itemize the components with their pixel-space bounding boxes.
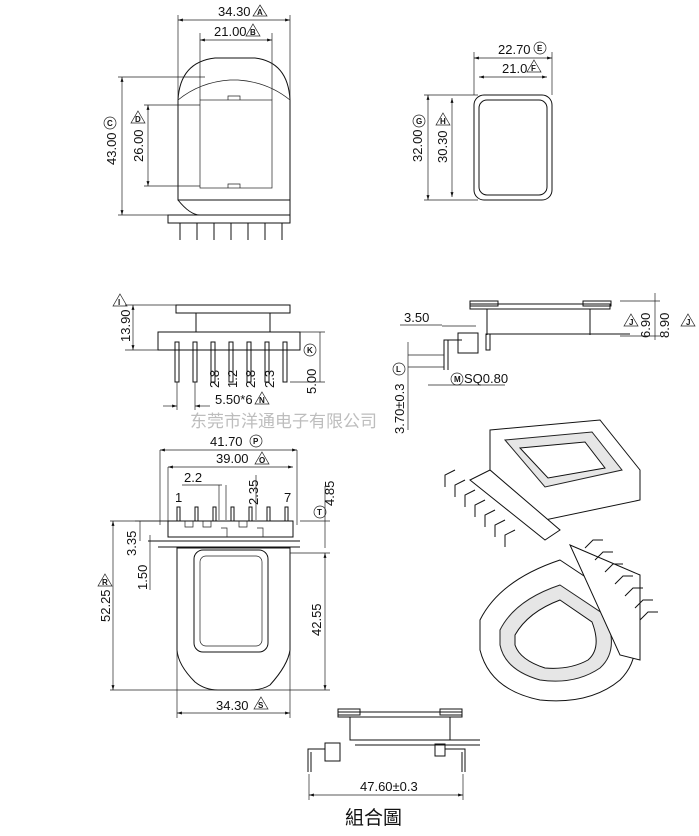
dim-height: 13.90 <box>118 309 133 342</box>
dim-offset: 3.50 <box>404 310 429 325</box>
dim-slot-width: 2.35 <box>246 480 261 505</box>
svg-text:O: O <box>259 456 265 465</box>
marker-circle: E <box>537 44 543 53</box>
dim-width-outer: 22.70 <box>498 42 531 57</box>
marker-triangle: F <box>526 59 542 73</box>
dim-pin-length: 5.00 <box>304 369 319 394</box>
dim-pin-span: 39.00 <box>216 451 249 466</box>
marker-triangle: N <box>254 391 270 405</box>
dim-h2: 8.90 <box>657 313 672 338</box>
dim-width-inner: 21.0 <box>502 61 527 76</box>
dim-width-inner: 21.00 <box>214 24 247 39</box>
top-view: 41.70 P 39.00 O 2.2 2.35 1 7 T 4.85 3.35… <box>97 434 337 718</box>
marker-triangle: S <box>253 696 269 710</box>
dim-height-outer: 43.00 <box>104 132 119 165</box>
pin-label-last: 7 <box>284 490 291 505</box>
dim-flange: 3.35 <box>124 531 139 556</box>
svg-text:N: N <box>259 396 265 405</box>
marker-circle: T <box>317 508 322 517</box>
dim-height-outer: 32.00 <box>410 129 425 162</box>
svg-text:J: J <box>629 318 633 327</box>
dim-gap: 1.50 <box>135 565 150 590</box>
marker-triangle: J <box>680 313 696 327</box>
dim-pin-pitch: 5.50*6 <box>215 392 253 407</box>
dim-frame-height: 42.55 <box>309 603 324 636</box>
section-view: 22.70 E 21.0 F 32.00 G 30.30 H <box>410 41 553 201</box>
dim-pin-gap: 2.3 <box>262 370 277 388</box>
dim-height-inner: 26.00 <box>131 129 146 162</box>
marker-circle: P <box>253 437 259 446</box>
end-view: 3.50 6.90 J 8.90 J L 3.70±0.3 M SQ0.80 <box>392 293 696 434</box>
svg-text:H: H <box>440 117 446 126</box>
svg-text:B: B <box>250 28 256 37</box>
marker-triangle: J <box>623 313 639 327</box>
marker-circle: L <box>396 365 401 374</box>
marker-circle: M <box>454 375 461 384</box>
side-view: 13.90 I 2.8 1.2 2.8 2.3 5.00 K 5.50*6 N <box>112 293 325 410</box>
dim-span: 47.60±0.3 <box>360 779 418 794</box>
dim-width-outer: 34.30 <box>218 4 251 19</box>
watermark: 东莞市洋通电子有限公司 <box>190 412 377 432</box>
svg-text:D: D <box>135 115 141 124</box>
assembly-view: 47.60±0.3 <box>307 708 480 800</box>
marker-triangle: O <box>254 451 270 465</box>
dim-height-inner: 30.30 <box>435 130 450 163</box>
dim-slot-offset: 2.2 <box>184 470 202 485</box>
dim-pin-gap: 2.8 <box>207 370 222 388</box>
dim-pin-size: SQ0.80 <box>464 371 508 386</box>
svg-text:A: A <box>257 8 263 17</box>
dim-total-height: 52.25 <box>98 589 113 622</box>
drawing-caption: 組合圖 <box>345 807 402 829</box>
dim-pin-height: 3.70±0.3 <box>392 383 407 434</box>
marker-triangle: D <box>130 110 146 124</box>
marker-triangle: H <box>435 112 451 126</box>
marker-circle: G <box>416 117 422 126</box>
svg-text:S: S <box>258 701 264 710</box>
front-view: 34.30 A 21.00 B 43.00 C 26.00 D <box>103 4 291 240</box>
dim-pin-gap: 1.2 <box>225 370 240 388</box>
dim-h1: 6.90 <box>638 313 653 338</box>
dim-pin-gap: 2.8 <box>243 370 258 388</box>
marker-triangle: B <box>245 23 261 37</box>
marker-triangle: I <box>112 293 128 307</box>
marker-circle: K <box>307 346 313 355</box>
pin-label-first: 1 <box>175 490 182 505</box>
marker-triangle: R <box>97 573 113 587</box>
svg-text:R: R <box>102 578 108 587</box>
dim-frame-width: 34.30 <box>216 698 249 713</box>
svg-text:J: J <box>686 318 690 327</box>
svg-text:F: F <box>531 64 536 73</box>
dim-pin-height: 4.85 <box>322 481 337 506</box>
isometric-view-upper <box>444 419 641 547</box>
dim-overall-width: 41.70 <box>210 434 243 449</box>
svg-text:I: I <box>118 298 120 307</box>
marker-circle: C <box>107 119 113 128</box>
marker-triangle: A <box>252 4 268 17</box>
isometric-view-lower <box>479 539 658 702</box>
